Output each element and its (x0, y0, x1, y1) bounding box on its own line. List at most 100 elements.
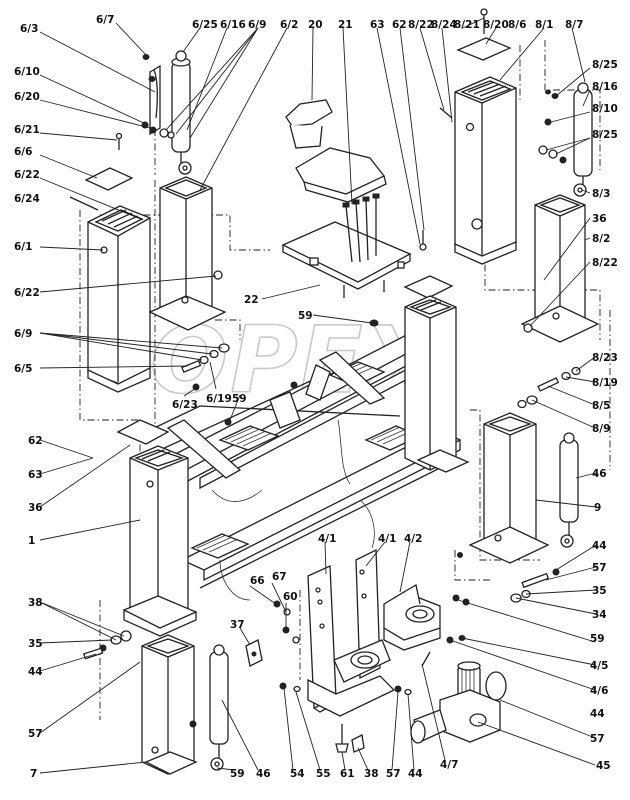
callout-8-9: 8/9 (592, 423, 610, 435)
callout-4-1-a: 4/1 (318, 533, 336, 545)
callout-8-24: 8/24 (431, 19, 457, 31)
callout-6-10: 6/10 (14, 66, 40, 78)
upper-right-housing-8-1 (454, 76, 517, 265)
callout-6-3: 6/3 (20, 23, 38, 35)
upper-left-fasteners (115, 54, 175, 150)
callout-8-19: 8/19 (592, 377, 618, 389)
plate-8-6 (456, 37, 512, 61)
upper-right-cylinder (538, 82, 593, 197)
callout-44-right: 44 (592, 540, 607, 552)
callout-20: 20 (308, 19, 323, 31)
callout-8-2: 8/2 (592, 233, 610, 245)
callout-66: 66 (250, 575, 265, 587)
callout-6-6: 6/6 (14, 146, 32, 158)
lower-right-fasteners (446, 552, 560, 644)
small-plate-center (403, 230, 454, 299)
callout-67: 67 (272, 571, 287, 583)
small-fasteners-66-67 (273, 600, 300, 644)
callout-8-16: 8/16 (592, 81, 618, 93)
callout-46-left: 46 (256, 768, 271, 780)
callout-63: 63 (370, 19, 385, 31)
callout-4-6: 4/6 (590, 685, 608, 697)
callout-8-25-upper: 8/25 (592, 59, 618, 71)
callout-44-lower-right: 44 (590, 708, 605, 720)
callout-6-7: 6/7 (96, 14, 114, 26)
callout-8-7: 8/7 (565, 19, 583, 31)
lower-right-tube-9 (468, 412, 550, 564)
callout-37: 37 (230, 619, 245, 631)
callout-6-24: 6/24 (14, 193, 40, 205)
plate-6-6 (84, 167, 134, 191)
callout-36-left: 36 (28, 502, 43, 514)
main-frame (149, 327, 462, 601)
callout-6-2: 6/2 (280, 19, 298, 31)
bracket-4-2 (383, 583, 441, 651)
callout-61: 61 (340, 768, 355, 780)
callout-62-left: 62 (28, 435, 43, 447)
callout-59-bottom: 59 (230, 768, 245, 780)
callout-35-left: 35 (28, 638, 43, 650)
callout-45: 45 (596, 760, 611, 772)
seat-bracket (281, 193, 412, 298)
callout-38-left: 38 (28, 597, 43, 609)
upper-right-tube-8-2 (520, 194, 600, 343)
callout-6-5: 6/5 (14, 363, 32, 375)
callout-44-bottom: 44 (408, 768, 423, 780)
left-frame-post-1 (122, 445, 198, 637)
upper-left-housing-6-1 (87, 205, 151, 393)
callout-6-21: 6/21 (14, 124, 40, 136)
callout-63-left: 63 (28, 469, 43, 481)
callout-54: 54 (290, 768, 305, 780)
shaft-assembly (410, 661, 507, 744)
callout-6-22-lower: 6/22 (14, 287, 40, 299)
callout-6-23: 6/23 (172, 399, 198, 411)
callout-4-7: 4/7 (440, 759, 458, 771)
callout-4-5: 4/5 (590, 660, 608, 672)
callout-8-5: 8/5 (592, 400, 610, 412)
callout-8-22-right: 8/22 (592, 257, 618, 269)
callout-6-9: 6/9 (248, 19, 266, 31)
lower-left-tube-7 (141, 634, 198, 775)
callout-8-21: 8/21 (454, 19, 480, 31)
upper-left-tube (148, 176, 227, 331)
right-frame-post (404, 295, 470, 473)
callout-6-9-lower: 6/9 (14, 328, 32, 340)
callout-6-19: 6/19 (206, 393, 232, 405)
callout-59-center: 59 (298, 310, 313, 322)
callout-4-1-b: 4/1 (378, 533, 396, 545)
left-hinge-fasteners (181, 319, 379, 426)
callout-21: 21 (338, 19, 353, 31)
callout-57-left: 57 (28, 728, 43, 740)
upper-left-cylinder (149, 50, 192, 175)
callout-labels: 6/3 6/7 6/25 6/16 6/9 6/2 20 21 63 62 8/… (14, 14, 618, 780)
callout-35-right: 35 (592, 585, 607, 597)
callout-6-25: 6/25 (192, 19, 218, 31)
callout-57-lower-right: 57 (590, 733, 605, 745)
callout-38-bottom: 38 (364, 768, 379, 780)
lower-left-fasteners (83, 630, 132, 660)
callout-46-right: 46 (592, 468, 607, 480)
bolt-6-24 (69, 196, 99, 211)
seat (285, 99, 387, 203)
callout-59-right: 59 (590, 633, 605, 645)
callout-22: 22 (244, 294, 259, 306)
callout-6-22-upper: 6/22 (14, 169, 40, 181)
plate-36-left (116, 419, 170, 445)
callout-57-right: 57 (592, 562, 607, 574)
callout-57-bottom: 57 (386, 768, 401, 780)
callout-7: 7 (30, 768, 37, 780)
callout-1: 1 (28, 535, 35, 547)
block-37 (245, 639, 263, 667)
callout-8-22: 8/22 (408, 19, 434, 31)
callout-8-6: 8/6 (508, 19, 526, 31)
callout-6-16: 6/16 (220, 19, 246, 31)
callout-62: 62 (392, 19, 407, 31)
callout-8-10: 8/10 (592, 103, 618, 115)
callout-8-23: 8/23 (592, 352, 618, 364)
bracket-4-1 (307, 548, 396, 717)
leader-lines (39, 17, 597, 774)
lower-right-cylinder-46 (559, 432, 579, 548)
callout-9: 9 (594, 502, 601, 514)
